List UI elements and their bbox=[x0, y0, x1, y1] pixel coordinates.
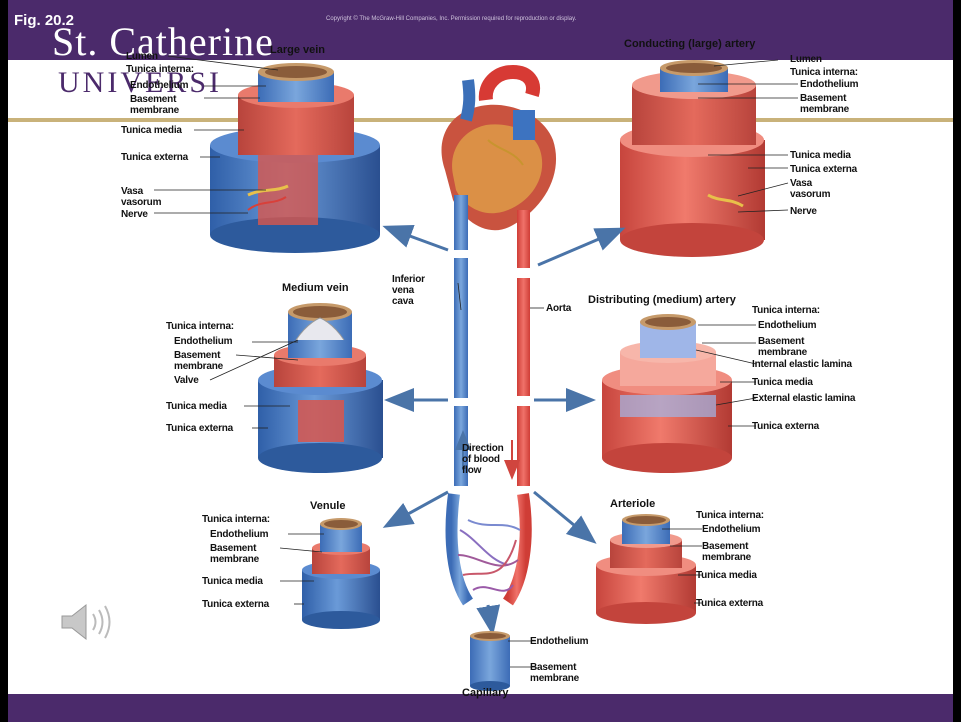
arteriole-endothelium-label: Endothelium bbox=[702, 524, 760, 535]
medium-vein-endothelium-label: Endothelium bbox=[174, 336, 232, 347]
capillary-title: Capillary bbox=[462, 687, 508, 699]
large-vein-basement-membrane-label: Basement membrane bbox=[130, 94, 179, 116]
arrow-to-venule bbox=[388, 492, 448, 525]
arteriole-tunica-externa-label: Tunica externa bbox=[696, 598, 763, 609]
conducting-artery-title: Conducting (large) artery bbox=[624, 38, 755, 50]
venule-basement-membrane-label: Basement membrane bbox=[210, 543, 259, 565]
distributing-artery-tunica-media-label: Tunica media bbox=[752, 377, 813, 388]
distributing-artery-endothelium-label: Endothelium bbox=[758, 320, 816, 331]
slide: St. Catherine UNIVERSI Fig. 20.2 Copyrig… bbox=[8, 0, 953, 722]
large-vein-vasa-vasorum-label: Vasa vasorum bbox=[121, 186, 161, 208]
medium-vein-title: Medium vein bbox=[282, 282, 349, 294]
speaker-icon[interactable] bbox=[60, 602, 120, 642]
arrow-to-arteriole bbox=[534, 492, 592, 540]
venule-tunica-media-label: Tunica media bbox=[202, 576, 263, 587]
medium-vein-tunica-externa-label: Tunica externa bbox=[166, 423, 233, 434]
conducting-artery-illustration bbox=[620, 60, 765, 257]
venule-tunica-interna-label: Tunica interna: bbox=[202, 514, 270, 525]
conducting-artery-tunica-interna-label: Tunica interna: bbox=[790, 67, 858, 78]
distributing-artery-tunica-interna-label: Tunica interna: bbox=[752, 305, 820, 316]
venule-tunica-externa-label: Tunica externa bbox=[202, 599, 269, 610]
arrow-to-capillary bbox=[488, 605, 492, 630]
aorta-label: Aorta bbox=[546, 303, 571, 314]
medium-vein-valve-label: Valve bbox=[174, 375, 199, 386]
conducting-artery-vasa-vasorum-label: Vasa vasorum bbox=[790, 178, 830, 200]
distributing-artery-basement-membrane-label: Basement membrane bbox=[758, 336, 807, 358]
large-vein-illustration bbox=[210, 63, 380, 253]
conducting-artery-endothelium-label: Endothelium bbox=[800, 79, 858, 90]
conducting-artery-tunica-media-label: Tunica media bbox=[790, 150, 851, 161]
conducting-artery-tunica-externa-label: Tunica externa bbox=[790, 164, 857, 175]
medium-vein-tunica-interna-label: Tunica interna: bbox=[166, 321, 234, 332]
arteriole-tunica-interna-label: Tunica interna: bbox=[696, 510, 764, 521]
arteriole-basement-membrane-label: Basement membrane bbox=[702, 541, 751, 563]
large-vein-title: Large vein bbox=[270, 44, 325, 56]
large-vein-lumen-label: Lumen bbox=[126, 51, 158, 62]
venule-endothelium-label: Endothelium bbox=[210, 529, 268, 540]
arteriole-title: Arteriole bbox=[610, 498, 655, 510]
large-vein-tunica-media-label: Tunica media bbox=[121, 125, 182, 136]
distributing-artery-internal-elastic-lamina-label: Internal elastic lamina bbox=[752, 359, 852, 370]
arteriole-illustration bbox=[596, 514, 696, 624]
arteriole-tunica-media-label: Tunica media bbox=[696, 570, 757, 581]
conducting-artery-lumen-label: Lumen bbox=[790, 54, 822, 65]
distributing-artery-illustration bbox=[602, 314, 732, 473]
venule-illustration bbox=[302, 518, 380, 629]
aorta-tube bbox=[508, 210, 530, 602]
capillary-illustration bbox=[470, 631, 510, 691]
distributing-artery-external-elastic-lamina-label: External elastic lamina bbox=[752, 393, 855, 404]
distributing-artery-title: Distributing (medium) artery bbox=[588, 294, 736, 306]
venule-title: Venule bbox=[310, 500, 345, 512]
capillary-basement-membrane-label: Basement membrane bbox=[530, 662, 579, 684]
medium-vein-illustration bbox=[258, 303, 383, 473]
inferior-vena-cava-tube bbox=[452, 195, 468, 602]
distributing-artery-tunica-externa-label: Tunica externa bbox=[752, 421, 819, 432]
inferior-vena-cava-label: Inferior vena cava bbox=[392, 274, 425, 307]
blood-flow-direction-label: Direction of blood flow bbox=[462, 443, 504, 476]
large-vein-endothelium-label: Endothelium bbox=[130, 80, 188, 91]
capillary-endothelium-label: Endothelium bbox=[530, 636, 588, 647]
medium-vein-basement-membrane-label: Basement membrane bbox=[174, 350, 223, 372]
conducting-artery-basement-membrane-label: Basement membrane bbox=[800, 93, 849, 115]
arrow-to-large-vein bbox=[388, 228, 448, 250]
conducting-artery-nerve-label: Nerve bbox=[790, 206, 817, 217]
large-vein-tunica-externa-label: Tunica externa bbox=[121, 152, 188, 163]
arrow-to-conducting-artery bbox=[538, 230, 620, 265]
large-vein-tunica-interna-label: Tunica interna: bbox=[126, 64, 194, 75]
medium-vein-tunica-media-label: Tunica media bbox=[166, 401, 227, 412]
large-vein-nerve-label: Nerve bbox=[121, 209, 148, 220]
capillary-bed bbox=[458, 520, 520, 591]
